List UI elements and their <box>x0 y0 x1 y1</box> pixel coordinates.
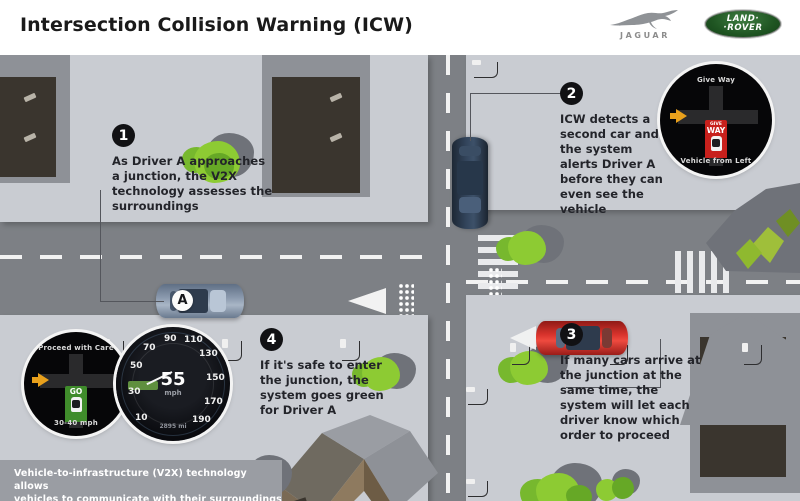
step-text: If many cars arrive at the junction at t… <box>560 353 701 442</box>
callout-step-1: 1 As Driver A approaches a junction, the… <box>112 124 274 214</box>
building-window <box>23 92 37 103</box>
hud-road-horizontal <box>678 110 758 124</box>
caption-line-2: vehicles to communicate with their surro… <box>14 494 282 501</box>
hud-give-way: Give Way GIVE WAY Vehicle from Left <box>660 64 772 176</box>
step-number-badge: 4 <box>260 328 283 351</box>
hud-car-icon <box>70 397 82 412</box>
speedometer-tick: 110 <box>184 335 203 345</box>
hud-band-small: GIVE <box>710 122 722 127</box>
tree <box>596 469 640 501</box>
callout-step-3: 3 If many cars arrive at the junction at… <box>560 323 706 443</box>
logo-group: JAGUAR LAND· ·ROVER <box>608 8 782 40</box>
speedometer-tick: 30 <box>128 387 141 397</box>
speedometer-value: 55 <box>160 369 186 390</box>
speedometer-tick: 130 <box>199 349 218 359</box>
street-lamp <box>466 387 492 409</box>
terrain-hill-svg <box>680 313 800 425</box>
jaguar-leaper-icon <box>610 10 678 29</box>
building-1 <box>0 77 56 177</box>
leader-line-step-2 <box>470 93 471 141</box>
leader-line-step-1 <box>100 190 101 302</box>
hud-amber-arrow-tail <box>32 377 41 383</box>
v2x-signal-cone-icon <box>510 326 536 350</box>
step-text: As Driver A approaches a junction, the V… <box>112 154 273 213</box>
street-lamp <box>472 60 502 82</box>
callout-step-2: 2 ICW detects a second car and the syste… <box>560 82 668 217</box>
hud-band-big: WAY <box>706 126 726 135</box>
leader-line-step-2b <box>470 93 566 94</box>
hud-go-band: GO <box>65 386 87 422</box>
v2x-signal-cone-icon <box>348 288 386 314</box>
step-number-badge: 1 <box>112 124 135 147</box>
lane-dash-right-road-upper <box>466 280 800 284</box>
land-rover-logo: LAND· ·ROVER <box>704 9 782 39</box>
speedometer-odometer: 2895 mi <box>159 423 187 430</box>
jaguar-wordmark: JAGUAR <box>620 31 670 40</box>
jaguar-logo: JAGUAR <box>608 8 682 40</box>
speedometer: 10 30 50 70 90 110 130 150 170 190 55 mp… <box>116 327 230 441</box>
hud-proceed-subtitle: 30-40 mph <box>54 419 98 427</box>
scene: A 1 As Driver A approaches a junct <box>0 55 800 501</box>
caption-line-1: Vehicle-to-infrastructure (V2X) technolo… <box>14 468 247 492</box>
lane-dash-vertical-road <box>446 55 450 501</box>
hud-give-way-subtitle: Vehicle from Left <box>680 157 752 165</box>
step-text: ICW detects a second car and the system … <box>560 112 663 216</box>
car-driver-a <box>156 284 244 318</box>
tree <box>178 133 258 195</box>
terrain-hill <box>650 305 800 425</box>
hud-amber-arrow-icon <box>38 373 49 387</box>
building-2 <box>272 77 360 193</box>
speedometer-tick: 170 <box>204 397 223 407</box>
speedometer-tick: 150 <box>206 373 225 383</box>
speedometer-tick: 50 <box>130 361 143 371</box>
hud-road-horizontal <box>40 374 114 388</box>
building-window <box>329 132 343 143</box>
tree <box>496 225 566 277</box>
street-lamp <box>340 339 364 365</box>
page-title: Intersection Collision Warning (ICW) <box>20 14 413 36</box>
terrain-rock-svg <box>706 183 800 273</box>
step-text: If it's safe to enter the junction, the … <box>260 358 384 417</box>
hud-amber-arrow-icon <box>676 109 687 123</box>
hud-amber-arrow-tail <box>670 113 679 119</box>
hud-give-way-band: GIVE WAY <box>705 120 727 158</box>
header: Intersection Collision Warning (ICW) JAG… <box>0 0 800 55</box>
step-number-badge: 3 <box>560 323 583 346</box>
leader-line-step-1b <box>100 301 164 302</box>
speedometer-tick: 190 <box>192 415 211 425</box>
speedometer-tick: 70 <box>143 343 156 353</box>
tree <box>352 353 418 403</box>
speedometer-green-zone <box>128 381 158 390</box>
speedometer-tick: 90 <box>164 334 177 344</box>
street-lamp <box>222 339 246 365</box>
street-lamp <box>466 479 492 501</box>
callout-step-4: 4 If it's safe to enter the junction, th… <box>260 328 388 418</box>
car-second <box>452 137 488 229</box>
building-3d-svg <box>278 415 438 501</box>
terrain-rock <box>706 183 800 273</box>
street-lamp <box>742 343 766 369</box>
hud-proceed: Proceed with Care GO 30-40 mph <box>24 332 128 436</box>
speedometer-tick: 10 <box>135 413 148 423</box>
hud-give-way-title: Give Way <box>696 76 736 84</box>
caption-bar: Vehicle-to-infrastructure (V2X) technolo… <box>0 460 282 501</box>
building-window <box>329 92 343 103</box>
speedometer-unit: mph <box>164 389 182 397</box>
driver-a-badge: A <box>172 290 193 311</box>
step-number-badge: 2 <box>560 82 583 105</box>
building-window <box>23 132 37 143</box>
building-3d-brown <box>278 415 438 501</box>
tree <box>520 463 606 501</box>
land-rover-line2: ·ROVER <box>723 23 763 33</box>
hud-proceed-title: Proceed with Care <box>38 344 114 352</box>
v2x-dot-grid-icon <box>488 267 502 295</box>
leader-line-step-3 <box>660 339 661 387</box>
lane-dash-left-road <box>0 255 428 259</box>
land-rover-line1: LAND· <box>726 14 760 24</box>
v2x-dot-grid-icon <box>398 283 414 315</box>
leader-line-step-3b <box>566 387 661 388</box>
hud-car-icon <box>710 136 722 151</box>
hud-band-big: GO <box>69 387 83 396</box>
